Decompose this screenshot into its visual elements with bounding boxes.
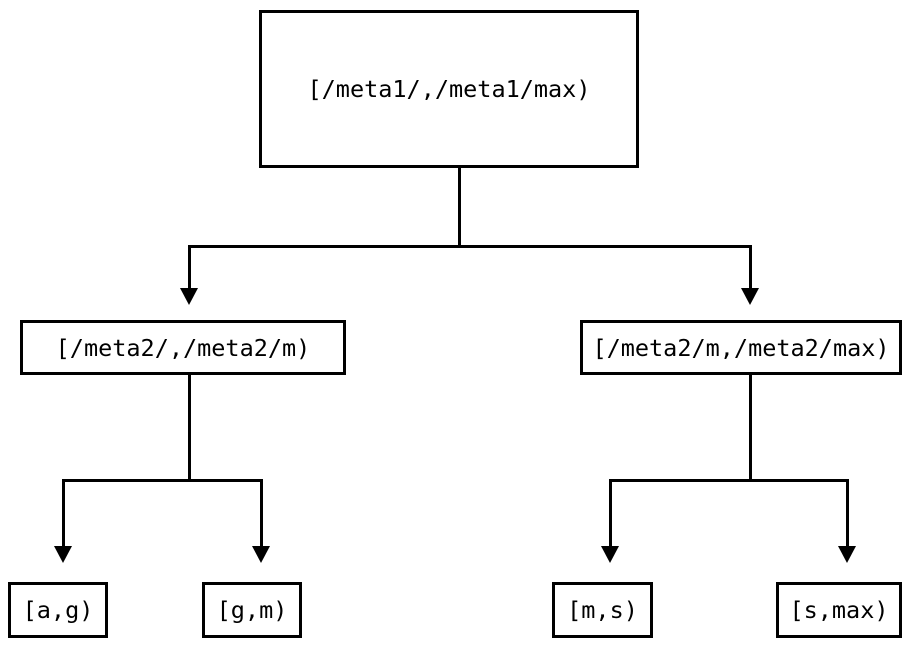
connector-root-split-bar [188, 245, 752, 248]
connector-root-to-left [188, 245, 191, 290]
connector-level2-left-stem [188, 375, 191, 482]
node-leaf-smax-label: [s,max) [789, 596, 889, 624]
connector-level2-left-split-bar [62, 479, 263, 482]
connector-to-leaf-ag [62, 479, 65, 548]
node-level2-left[interactable]: [/meta2/,/meta2/m) [20, 320, 346, 375]
node-root[interactable]: [/meta1/,/meta1/max) [259, 10, 639, 168]
node-leaf-ms-label: [m,s) [567, 596, 638, 624]
arrowhead-to-leaf-ag [54, 546, 72, 563]
node-level2-right-label: [/meta2/m,/meta2/max) [592, 333, 890, 362]
node-leaf-ag-label: [a,g) [22, 596, 94, 624]
connector-level2-right-split-bar [609, 479, 849, 482]
arrowhead-root-to-left [180, 288, 198, 305]
node-level2-left-label: [/meta2/,/meta2/m) [55, 333, 311, 362]
connector-root-stem [458, 168, 461, 248]
arrowhead-root-to-right [741, 288, 759, 305]
arrowhead-to-leaf-smax [838, 546, 856, 563]
arrowhead-to-leaf-ms [601, 546, 619, 563]
node-leaf-gm[interactable]: [g,m) [202, 582, 302, 638]
connector-to-leaf-ms [609, 479, 612, 548]
node-leaf-smax[interactable]: [s,max) [776, 582, 902, 638]
node-root-label: [/meta1/,/meta1/max) [307, 75, 591, 103]
node-level2-right[interactable]: [/meta2/m,/meta2/max) [580, 320, 902, 375]
arrowhead-to-leaf-gm [252, 546, 270, 563]
node-leaf-gm-label: [g,m) [216, 596, 288, 624]
connector-to-leaf-smax [846, 479, 849, 548]
node-leaf-ms[interactable]: [m,s) [552, 582, 653, 638]
connector-level2-right-stem [749, 375, 752, 482]
connector-root-to-right [749, 245, 752, 290]
node-leaf-ag[interactable]: [a,g) [8, 582, 108, 638]
connector-to-leaf-gm [260, 479, 263, 548]
